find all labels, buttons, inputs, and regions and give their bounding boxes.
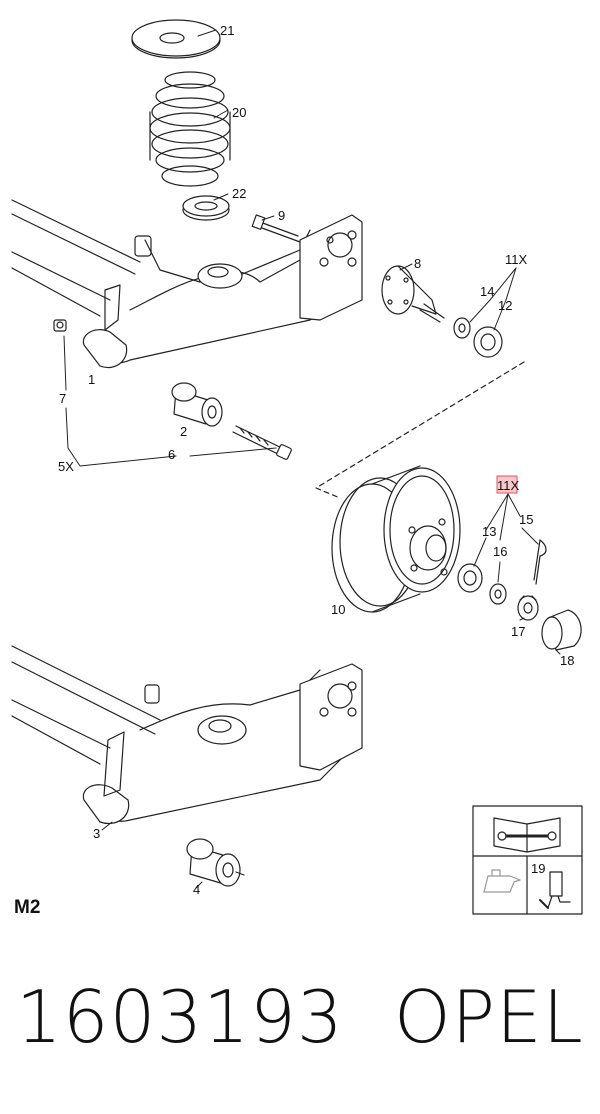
leader-lines [63,29,561,889]
washer-14-hole [458,323,466,333]
callout-3: 3 [93,826,100,841]
cotter-pin-15 [533,539,547,585]
legend-box [472,805,583,915]
grease-gun-icon [539,871,571,909]
bearing-12-inner [480,333,496,351]
washer-14 [453,317,471,339]
callout-20: 20 [232,105,246,120]
hub-cap-18 [541,609,582,651]
bearing-12 [473,326,503,358]
highlight-box [496,475,518,494]
bushing-2 [171,382,223,427]
bushing-4 [186,838,245,887]
callout-15: 15 [519,512,533,527]
brand-name: OPEL [394,975,584,1059]
callout-21: 21 [220,23,234,38]
bolt-6 [232,425,292,460]
callout-6: 6 [168,447,175,462]
nut-7 [53,319,67,332]
callout-4: 4 [193,882,200,897]
callout-16: 16 [493,544,507,559]
part-number: 1603193 [16,975,344,1059]
manual-book-wrench-icon [493,817,561,853]
callout-5x: 5X [58,459,74,474]
dashed-connector [315,361,525,499]
callout-labels: 21 20 22 9 8 11X 14 12 1 7 2 6 5X 11X 15… [58,23,574,897]
callout-10: 10 [331,602,345,617]
callout-8: 8 [414,256,421,271]
callout-2: 2 [180,424,187,439]
callout-13: 13 [482,524,496,539]
washer-16 [489,583,507,605]
callout-14: 14 [480,284,494,299]
washer-16-hole [494,589,502,599]
callout-9: 9 [278,208,285,223]
brake-drum-10 [331,465,461,613]
rear-axle-lower [11,645,363,824]
spring-seat-21 [131,19,221,59]
callout-11x-lower: 11X [497,478,519,493]
bottom-caption: 1603193 OPEL [0,975,600,1065]
callout-18: 18 [560,653,574,668]
oil-can-icon [483,869,521,893]
rear-axle-upper [11,199,363,369]
stub-axle-8 [381,265,445,323]
callout-7: 7 [59,391,66,406]
callout-1: 1 [88,372,95,387]
callout-22: 22 [232,186,246,201]
bolt-9 [251,214,301,243]
callout-12: 12 [498,298,512,313]
section-label: M2 [14,897,41,918]
callout-11x-upper: 11X [505,252,527,267]
callout-19: 19 [531,861,545,876]
bearing-13 [457,563,483,593]
castle-nut-17 [517,595,539,621]
lower-spring-seat-22 [182,195,230,221]
bearing-13-inner [463,570,477,586]
callout-17: 17 [511,624,525,639]
coil-spring-20 [149,71,231,187]
